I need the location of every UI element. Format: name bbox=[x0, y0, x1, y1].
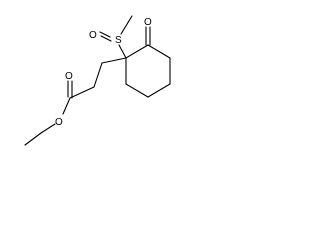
bond-ethyl-methyl bbox=[24, 132, 42, 146]
ketone-double-bond bbox=[145, 26, 151, 46]
sulfur-label: S bbox=[115, 35, 122, 46]
sulfoxide-bond-line-2 bbox=[100, 35, 112, 42]
sulfoxide-bond-line-1 bbox=[99, 31, 111, 38]
bond-sulfur-methyl bbox=[120, 15, 133, 35]
sulfoxide-oxygen-label: O bbox=[89, 30, 97, 41]
ring-bond-c2-c3 bbox=[147, 44, 171, 59]
ester-carbonyl-oxygen-label: O bbox=[65, 71, 73, 82]
bond-c1-chain-c1 bbox=[101, 57, 127, 64]
sulfoxide-double-bond bbox=[99, 31, 112, 42]
ester-carbonyl-double-bond bbox=[67, 80, 73, 99]
bond-carbonyl-ether-oxygen bbox=[62, 97, 71, 115]
ester-ether-oxygen-label: O bbox=[55, 117, 63, 128]
ring-bond-c4-c5 bbox=[147, 83, 171, 98]
ring-bond-c1-c2 bbox=[125, 44, 149, 59]
molecule-structure: S O O O O bbox=[24, 15, 171, 146]
ketone-oxygen-label: O bbox=[144, 17, 152, 28]
ring-bond-c5-c6 bbox=[125, 83, 149, 98]
bond-c1-sulfur bbox=[118, 44, 127, 59]
bond-chain-c2-carbonyl bbox=[69, 86, 95, 99]
cyclohexanone-ring bbox=[125, 44, 171, 98]
bond-ether-oxygen-ethyl bbox=[40, 123, 56, 134]
bond-chain-c1-c2 bbox=[93, 62, 103, 88]
